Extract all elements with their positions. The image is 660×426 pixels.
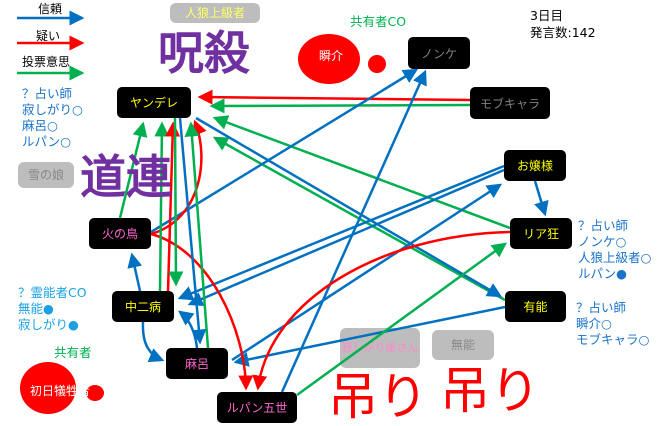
node-lupin[interactable]: ルパン五世 [217, 392, 297, 423]
arrow-riakyo-lupin-doubt [252, 230, 511, 391]
tag-kyoyu-co: 共有者CO [350, 14, 407, 29]
arrow-lupin-nonke-trust [280, 69, 427, 393]
legend-label-trust: 信頼 [38, 2, 63, 16]
arrow-yuno-maro-trust [233, 305, 506, 367]
legend-label-doubt: 疑い [36, 29, 61, 43]
arrow-hinotori-nonke-trust [150, 68, 419, 234]
node-shunsuke[interactable]: 瞬介 [318, 48, 343, 63]
node-yandere[interactable]: ヤンデレ [117, 87, 191, 118]
dead-node-muno: 無能 [432, 330, 494, 360]
arrow-chuni-yandere-doubt [165, 121, 181, 292]
arrow-maro-yandere-vote [184, 121, 210, 349]
arrow-chuni-maro-trust [141, 321, 165, 363]
mark-jusatsu: 呪殺 [158, 26, 250, 80]
arrow-mob-yandere-doubt [197, 89, 471, 105]
arrow-yandere-chuni-vote [168, 117, 184, 287]
arrow-yandere-yuno-trust [195, 116, 503, 298]
note-bottom-seer: ？占い師 瞬介○ モブキャラ○ [576, 300, 650, 347]
arrow-maro-chuni-trust [178, 310, 199, 349]
node-ojou[interactable]: お嬢様 [504, 150, 566, 181]
tag-kyoyu: 共有者 [54, 345, 92, 360]
dead-node-yuki: 雪の娘 [18, 162, 74, 188]
note-medium: ？霊能者CO 無能● 寂しがり● [18, 285, 87, 332]
status-day: 3日目 [530, 8, 563, 23]
arrow-hinotori-lupin-doubt [150, 232, 254, 391]
node-riakyo[interactable]: リア狂 [510, 218, 572, 249]
arrow-ojou-chuni-trust [177, 164, 505, 301]
node-yuno[interactable]: 有能 [505, 291, 566, 322]
node-hinotori[interactable]: 火の鳥 [89, 218, 151, 249]
node-victim[interactable]: 初日犠牲者 [29, 383, 90, 398]
blood-splatter-shunsuke [298, 34, 360, 84]
note-left-seer: ？占い師 寂しがり○ 麻呂○ ルパン○ [22, 86, 83, 149]
note-riakyo-seer: ？占い師 ノンケ○ 人狼上級者○ ルパン● [578, 218, 652, 281]
status-posts: 発言数:142 [530, 25, 596, 40]
arrow-lupin-riakyo-vote [296, 242, 508, 397]
node-nonke[interactable]: ノンケ [408, 37, 470, 69]
legend-label-vote: 投票意思 [22, 55, 71, 69]
mark-tsuri-2: 吊り [440, 362, 540, 420]
node-mob[interactable]: モブキャラ [470, 87, 550, 119]
node-chuni[interactable]: 中二病 [112, 291, 174, 322]
arrow-chuni-hinotori-trust [127, 252, 143, 292]
arrow-yandere-maro-trust [178, 117, 207, 345]
node-maro[interactable]: 麻呂 [166, 348, 228, 379]
blood-splatter-victim-small [86, 385, 104, 401]
mark-tsuri-1: 吊り [328, 368, 428, 426]
arrow-mob-yandere-vote [209, 98, 471, 114]
arrow-chuni-yandere-vote [154, 121, 170, 292]
arrow-maro-ojou-trust [231, 183, 503, 362]
arrow-ojou-riakyo-trust [533, 180, 549, 217]
blood-splatter-victim [20, 362, 76, 414]
arrow-hinotori-yandere-vote [118, 121, 148, 219]
dead-node-jinro: 人狼上級者 [170, 3, 260, 23]
blood-splatter-small [368, 55, 386, 73]
mark-michizure: 道連 [80, 150, 172, 204]
arrow-ojou-chuni-trust-2 [187, 168, 505, 306]
